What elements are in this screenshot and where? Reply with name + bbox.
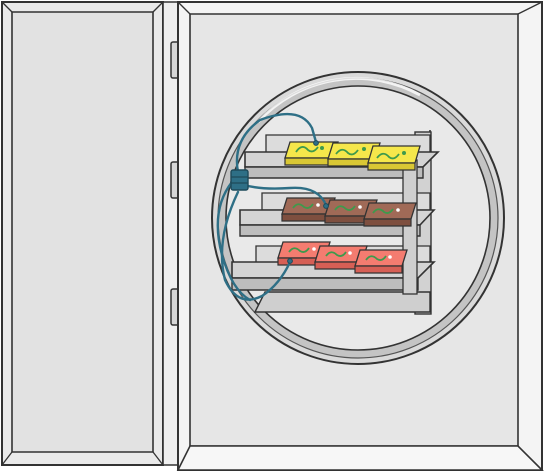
probe-lead (216, 180, 252, 302)
probe-cable-top (235, 112, 318, 174)
sensor-probes (216, 112, 328, 302)
food-piece (367, 145, 421, 171)
tray-red (277, 241, 408, 274)
food-piece (327, 142, 381, 167)
open-door (1, 1, 164, 466)
tray-yellow (284, 141, 421, 171)
probe-connector (230, 169, 249, 191)
food-piece (284, 141, 339, 166)
food-piece (324, 199, 378, 224)
food-piece (314, 245, 368, 270)
food-piece (354, 249, 408, 274)
tray-brown (281, 197, 417, 227)
probe-cable-bottom (220, 190, 292, 301)
probe-cable-middle (242, 183, 328, 207)
probe-tips (287, 140, 329, 264)
food-piece (363, 202, 417, 227)
